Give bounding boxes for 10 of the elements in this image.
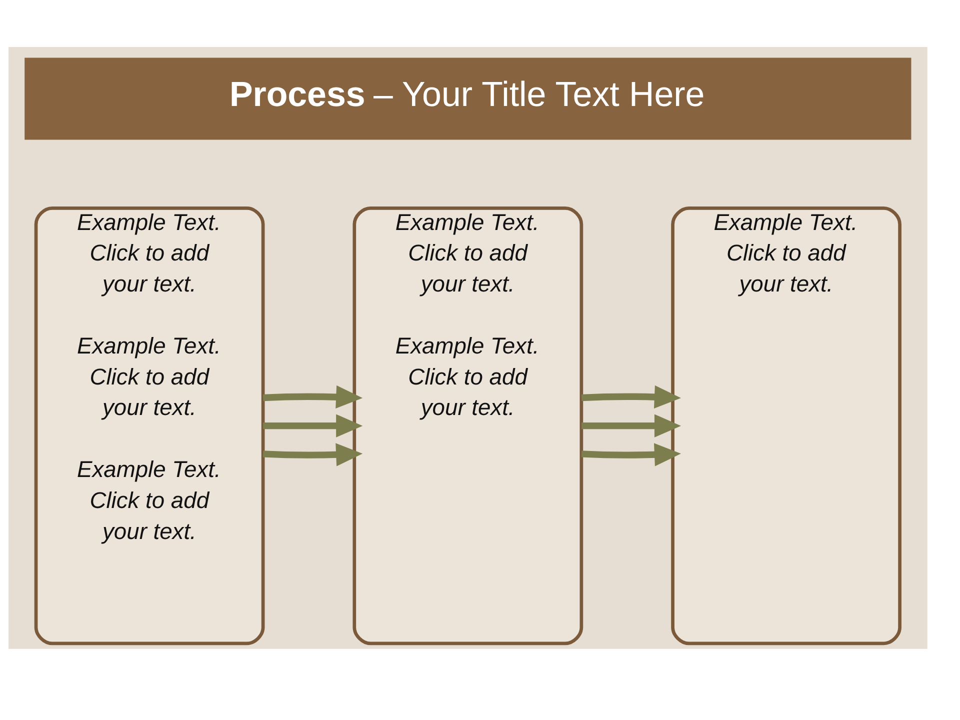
node-box: Example Text. Click to add your text. Example Text. Click to add your text.: [352, 206, 584, 646]
node-box: Example Text. Click to add your text.: [671, 206, 902, 646]
arrow: [581, 443, 681, 466]
arrow: [581, 414, 681, 438]
arrow: [263, 414, 363, 438]
arrow: [262, 443, 363, 466]
arrow: [581, 385, 681, 409]
arrow: [262, 385, 363, 409]
diagram-title: Process – Your Title Text Here: [229, 74, 705, 114]
node-box: Example Text. Click to add your text. Example Text. Click to add your text. Example Text. Click to add your text.: [34, 206, 265, 646]
